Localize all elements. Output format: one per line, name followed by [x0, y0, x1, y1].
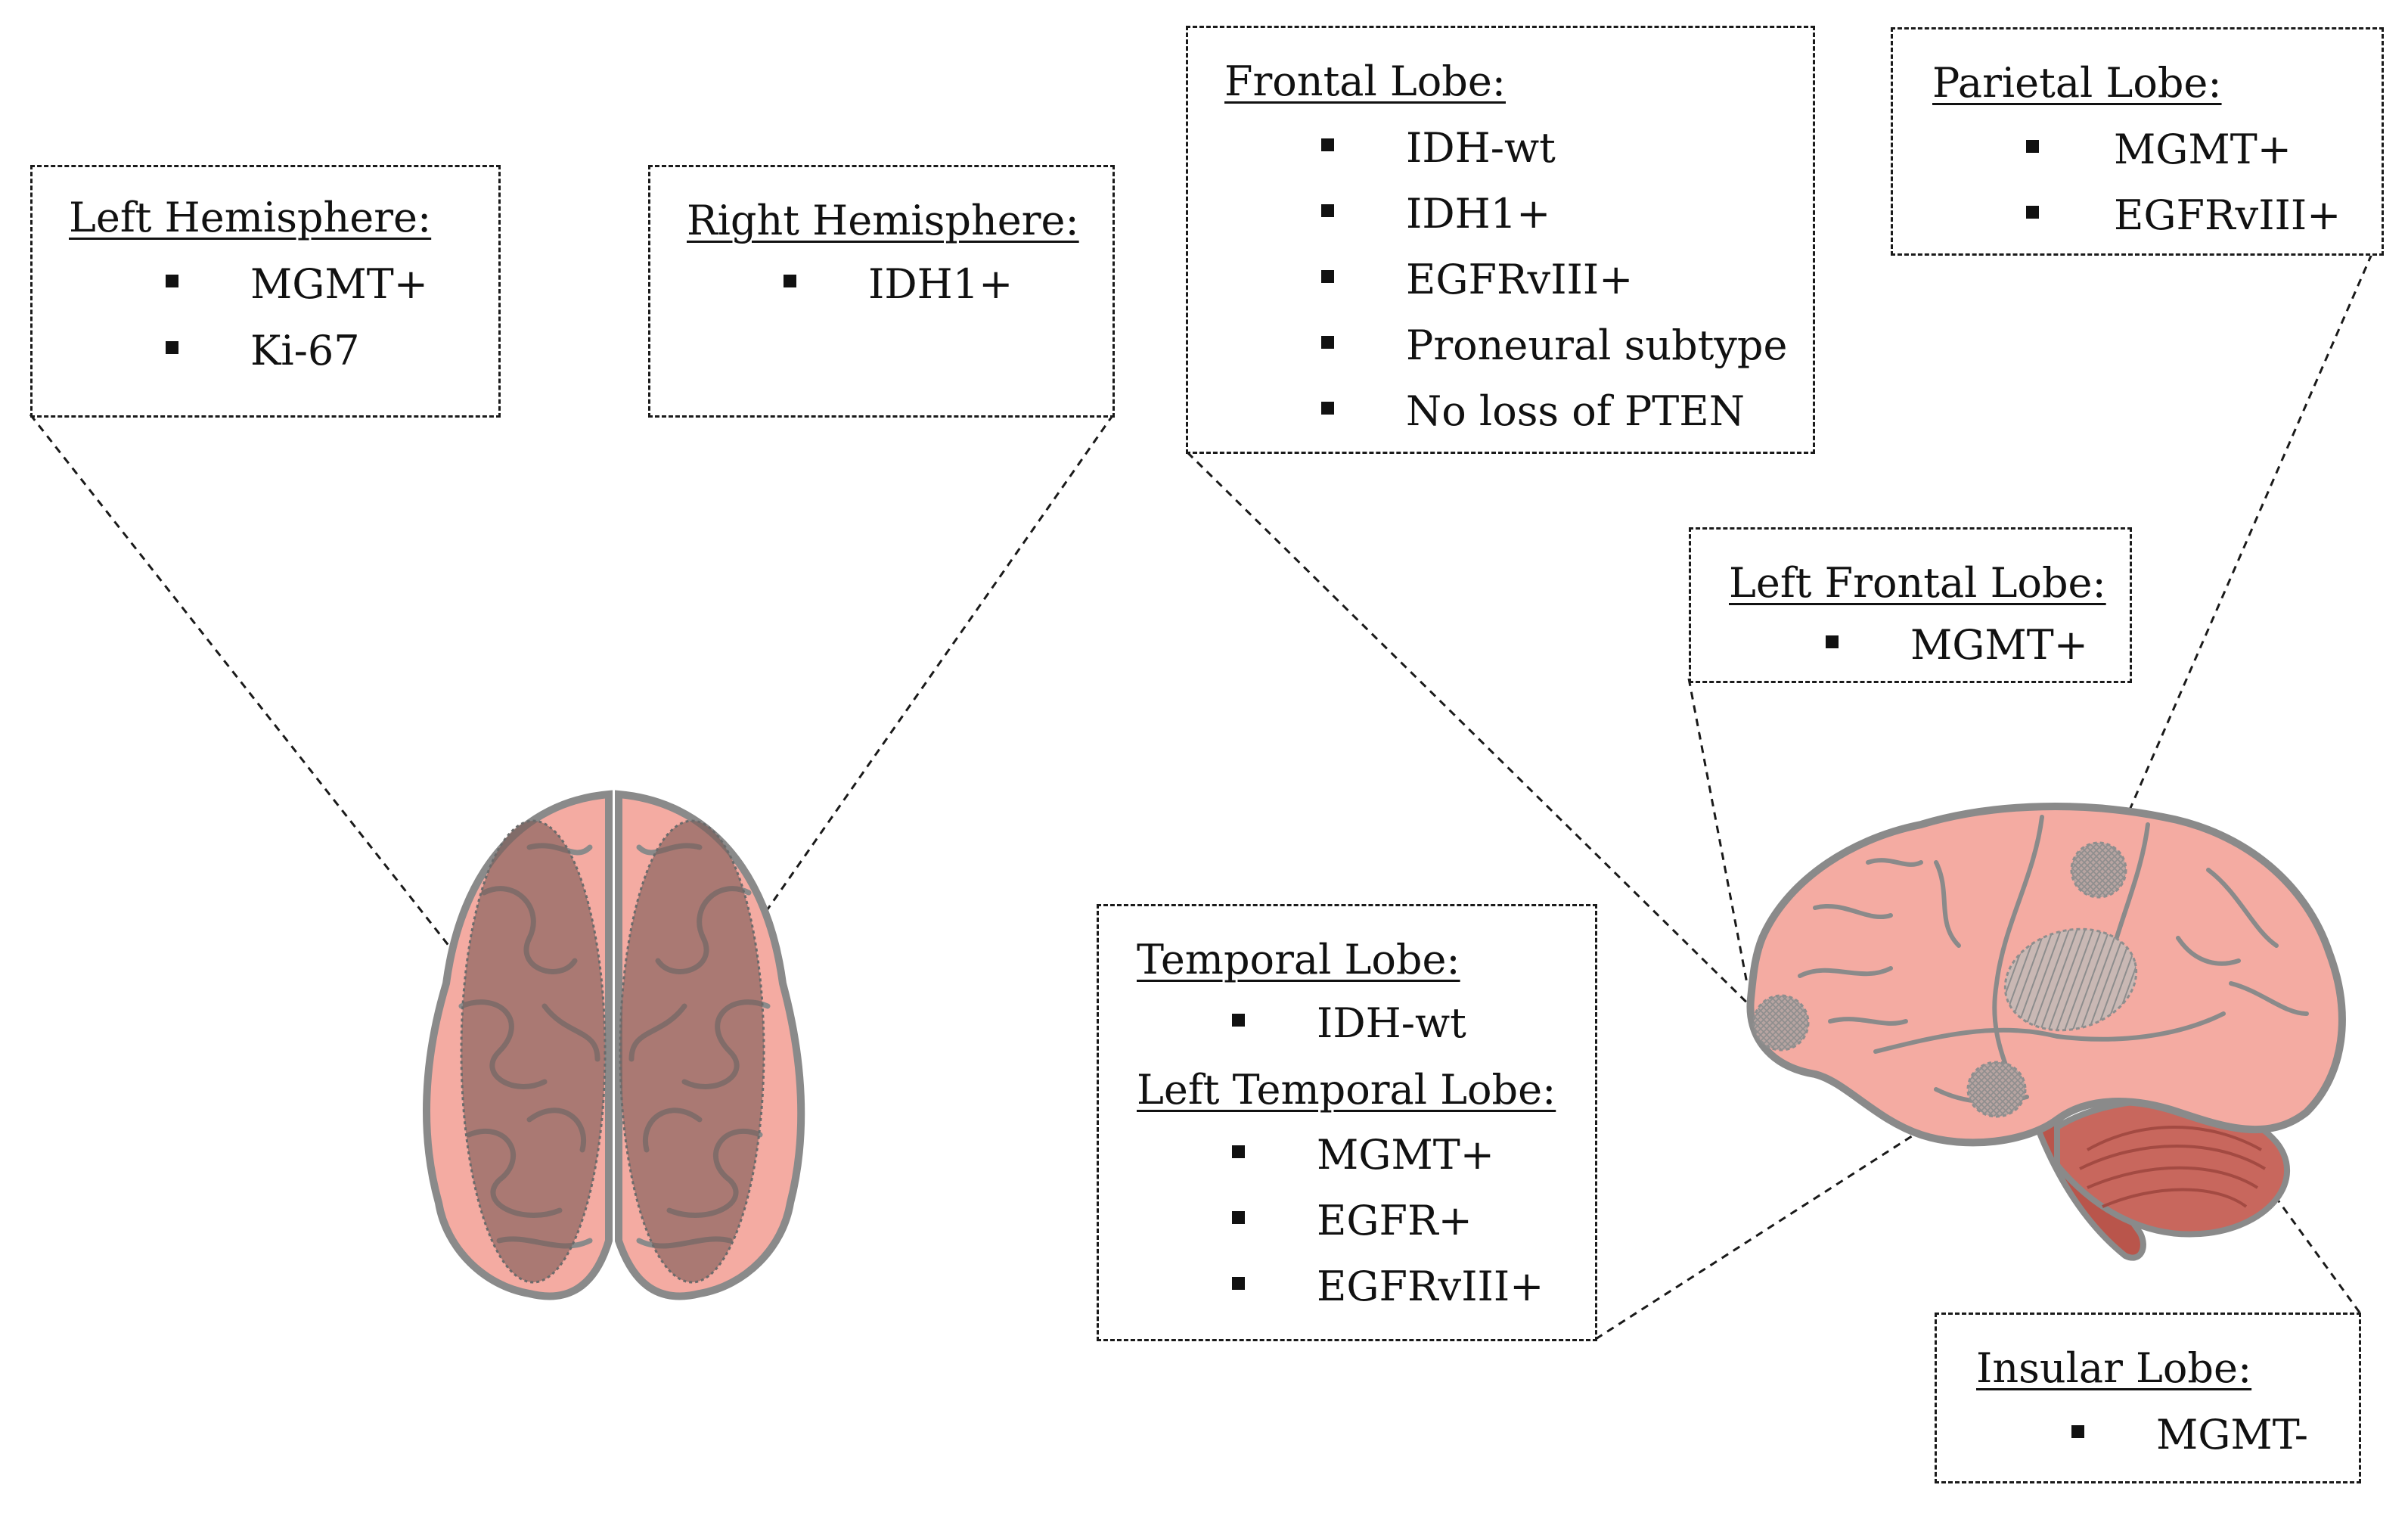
square-bullet-icon — [1321, 138, 1334, 151]
temporal-lobe-title: Temporal Lobe: — [1137, 936, 1460, 983]
square-bullet-icon — [1232, 1014, 1245, 1027]
square-bullet-icon — [2026, 206, 2039, 219]
square-bullet-icon — [1321, 336, 1334, 349]
right-hemisphere-item: IDH1+ — [868, 260, 1013, 308]
left-temporal-lobe-item: MGMT+ — [1317, 1131, 1494, 1179]
frontal-lobe-item: Proneural subtype — [1406, 322, 1788, 369]
left-frontal-lobe-item: MGMT+ — [1910, 621, 2088, 669]
left-frontal-lobe-title: Left Frontal Lobe: — [1729, 559, 2106, 607]
frontal-lobe-box: Frontal Lobe: IDH-wt IDH1+ EGFRvIII+ Pro… — [1186, 26, 1815, 454]
frontal-lobe-item: No loss of PTEN — [1406, 387, 1745, 435]
square-bullet-icon — [166, 341, 178, 354]
square-bullet-icon — [1826, 635, 1839, 648]
square-bullet-icon — [1321, 204, 1334, 217]
insular-lobe-box: Insular Lobe: MGMT- — [1935, 1313, 2361, 1483]
left-temporal-lobe-item: EGFRvIII+ — [1317, 1263, 1544, 1310]
left-hemisphere-item: MGMT+ — [250, 260, 428, 308]
square-bullet-icon — [1232, 1145, 1245, 1158]
square-bullet-icon — [784, 275, 796, 287]
left-temporal-lobe-item: EGFR+ — [1317, 1197, 1472, 1244]
parietal-lobe-item: EGFRvIII+ — [2114, 191, 2341, 239]
parietal-lobe-box: Parietal Lobe: MGMT+ EGFRvIII+ — [1891, 27, 2384, 256]
frontal-lobe-item: IDH1+ — [1406, 190, 1551, 238]
frontal-lobe-title: Frontal Lobe: — [1224, 57, 1506, 105]
left-hemisphere-title: Left Hemisphere: — [69, 194, 432, 241]
left-temporal-lobe-title: Left Temporal Lobe: — [1137, 1066, 1556, 1114]
left-frontal-lobe-box: Left Frontal Lobe: MGMT+ — [1689, 527, 2132, 683]
temporal-lobe-box: Temporal Lobe: IDH-wt Left Temporal Lobe… — [1097, 904, 1597, 1341]
square-bullet-icon — [1321, 402, 1334, 415]
right-hemisphere-box: Right Hemisphere: IDH1+ — [648, 165, 1115, 418]
left-hemisphere-item: Ki-67 — [250, 327, 360, 374]
brain-top-view-icon — [423, 790, 805, 1300]
brain-side-view-icon — [1746, 803, 2346, 1261]
frontal-lobe-item: EGFRvIII+ — [1406, 256, 1634, 303]
square-bullet-icon — [166, 275, 178, 287]
parietal-lobe-item: MGMT+ — [2114, 126, 2292, 173]
square-bullet-icon — [2071, 1425, 2084, 1438]
insular-lobe-title: Insular Lobe: — [1976, 1344, 2252, 1392]
temporal-lobe-item: IDH-wt — [1317, 999, 1466, 1047]
insular-lobe-item: MGMT- — [2156, 1411, 2309, 1459]
square-bullet-icon — [1321, 270, 1334, 283]
parietal-lobe-title: Parietal Lobe: — [1932, 59, 2222, 107]
square-bullet-icon — [1232, 1277, 1245, 1290]
square-bullet-icon — [1232, 1211, 1245, 1224]
square-bullet-icon — [2026, 140, 2039, 153]
left-hemisphere-box: Left Hemisphere: MGMT+ Ki-67 — [30, 165, 501, 418]
right-hemisphere-title: Right Hemisphere: — [687, 197, 1079, 244]
frontal-lobe-item: IDH-wt — [1406, 124, 1556, 172]
